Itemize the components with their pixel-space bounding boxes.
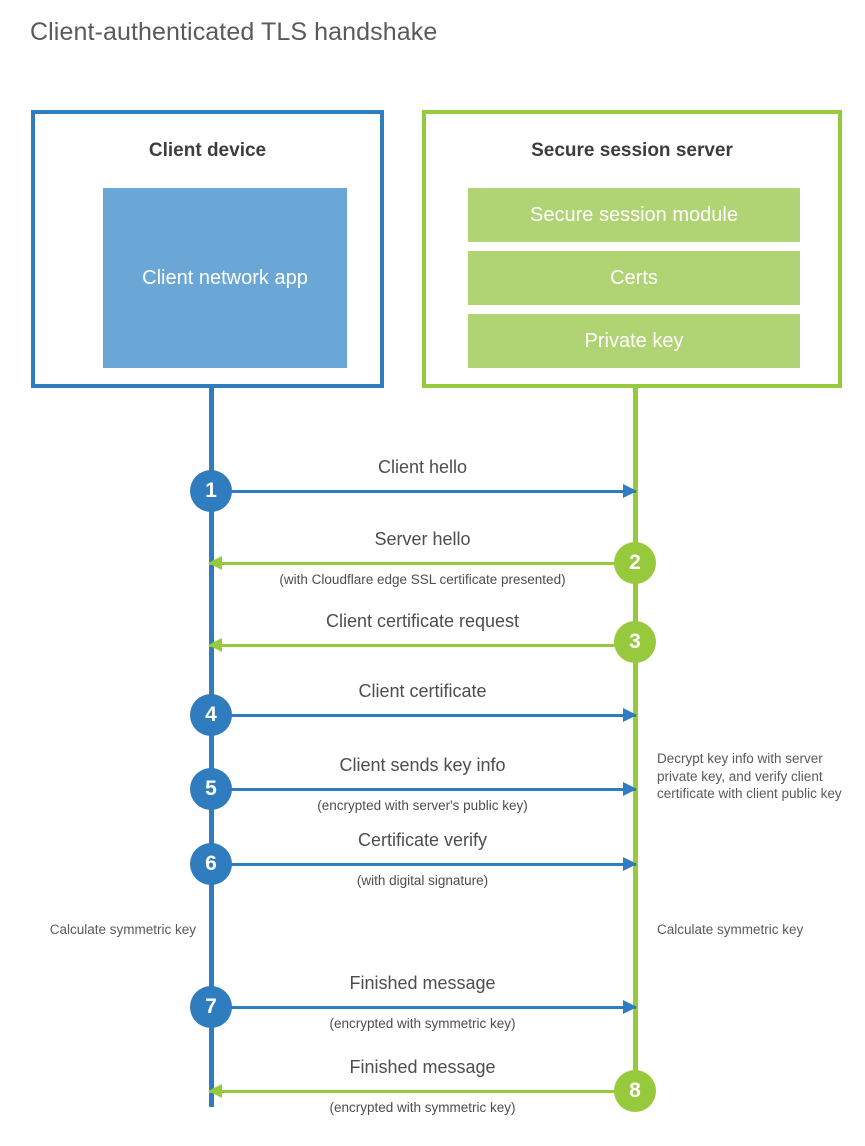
arrow-head-icon [623, 708, 637, 722]
arrow-line [209, 787, 636, 791]
client-device-title: Client device [148, 140, 267, 161]
server-component-item: Private key [468, 314, 800, 368]
arrow-line [209, 713, 636, 717]
step-marker-5: 5 [190, 768, 232, 810]
client-lifeline [209, 388, 214, 1107]
server-component-item: Certs [468, 251, 800, 305]
arrow-head-icon [623, 1000, 637, 1014]
message-label: Server hello [374, 529, 471, 549]
arrow-line [209, 643, 636, 647]
message-label: Client sends key info [339, 755, 506, 775]
client-calculate-note: Calculate symmetric key [49, 922, 196, 937]
message-label: Client certificate request [325, 611, 520, 631]
arrow-head-icon [623, 484, 637, 498]
server-lifeline [633, 388, 638, 1088]
secure-session-server-title: Secure session server [531, 140, 733, 161]
step-marker-6: 6 [190, 843, 232, 885]
page-title: Client-authenticated TLS handshake [30, 18, 438, 46]
client-network-app-block: Client network app [103, 188, 347, 368]
server-calculate-note: Calculate symmetric key [657, 922, 804, 937]
arrow-line [209, 1005, 636, 1009]
message-sublabel: (with digital signature) [356, 873, 489, 888]
client-device-box: Client device Client network app [31, 110, 384, 388]
step-marker-4: 4 [190, 694, 232, 736]
message-sublabel: (encrypted with server's public key) [317, 798, 528, 813]
arrow-line [209, 489, 636, 493]
arrow-line [209, 561, 636, 565]
message-label: Finished message [349, 973, 496, 993]
message-label: Finished message [349, 1057, 496, 1077]
arrow-line [209, 862, 636, 866]
message-sublabel: (encrypted with symmetric key) [329, 1100, 516, 1115]
step-marker-2: 2 [614, 542, 656, 584]
step-marker-7: 7 [190, 986, 232, 1028]
server-component-list: Secure session module Certs Private key [468, 188, 800, 377]
message-label: Certificate verify [357, 830, 488, 850]
server-component-item: Secure session module [468, 188, 800, 242]
arrow-line [209, 1089, 636, 1093]
step-marker-3: 3 [614, 621, 656, 663]
message-sublabel: (with Cloudflare edge SSL certificate pr… [279, 572, 566, 587]
arrow-head-icon [208, 1084, 222, 1098]
message-label: Client hello [377, 457, 468, 477]
arrow-head-icon [623, 857, 637, 871]
message-sublabel: (encrypted with symmetric key) [329, 1016, 516, 1031]
secure-session-server-box: Secure session server Secure session mod… [422, 110, 842, 388]
step-marker-1: 1 [190, 470, 232, 512]
arrow-head-icon [623, 782, 637, 796]
message-label: Client certificate [358, 681, 487, 701]
arrow-head-icon [208, 638, 222, 652]
server-decrypt-note: Decrypt key info with server private key… [657, 751, 842, 801]
step-marker-8: 8 [614, 1070, 656, 1112]
arrow-head-icon [208, 556, 222, 570]
